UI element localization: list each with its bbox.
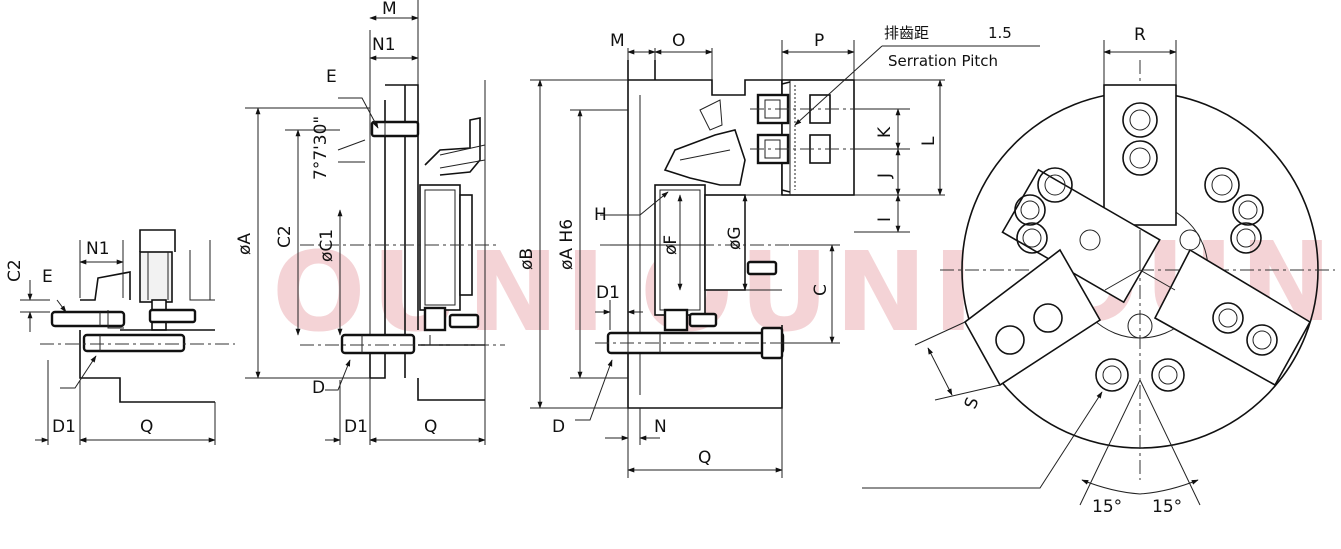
label-d1-side: D1 — [596, 283, 620, 303]
label-r-front: R — [1134, 25, 1146, 45]
label-q-left: Q — [140, 417, 153, 437]
label-angle-mid: 7°7'30" — [311, 116, 331, 180]
label-angle-left-front: 15° — [1092, 497, 1122, 517]
label-e-left: E — [42, 267, 53, 287]
front-view: R S 15° 15° — [862, 25, 1335, 517]
side-section: M O P 排齒距 1.5 Serration Pitch H øB øA H6… — [517, 24, 1040, 478]
label-c2-mid: C2 — [275, 225, 295, 248]
serration-value: 1.5 — [988, 24, 1012, 42]
label-m-mid: M — [382, 0, 397, 19]
label-h-side: H — [594, 205, 607, 225]
label-oa-mid: øA — [235, 233, 255, 255]
label-angle-right-front: 15° — [1152, 497, 1182, 517]
label-d-side: D — [552, 417, 565, 437]
label-ob-side: øB — [517, 248, 537, 270]
label-m-side: M — [610, 31, 625, 51]
label-q-side: Q — [698, 448, 711, 468]
detail-middle: M N1 E 7°7'30" øA C2 øC1 D D1 Q — [235, 0, 505, 445]
label-k-side: K — [875, 126, 895, 138]
label-j-side: J — [875, 173, 895, 179]
label-n1-mid: N1 — [372, 35, 396, 55]
label-p-side: P — [814, 31, 824, 51]
label-c-side: C — [811, 284, 831, 296]
label-d1-mid: D1 — [344, 417, 368, 437]
label-s-front: S — [961, 395, 983, 412]
label-n-side: N — [654, 417, 667, 437]
detail-left: C2 E N1 D1 Q — [5, 229, 235, 445]
label-oah6-side: øA H6 — [557, 219, 577, 270]
label-d1-left: D1 — [52, 417, 76, 437]
label-l-side: L — [919, 136, 939, 146]
label-of-side: øF — [661, 235, 681, 255]
label-i-side: I — [875, 217, 895, 222]
label-c2-left: C2 — [5, 259, 25, 282]
label-og-side: øG — [725, 226, 745, 250]
label-q-mid: Q — [424, 417, 437, 437]
serration-label-zh: 排齒距 — [884, 24, 929, 42]
label-oc1-mid: øC1 — [317, 229, 337, 262]
serration-label-en: Serration Pitch — [888, 52, 998, 70]
label-n1-left: N1 — [86, 239, 110, 259]
label-d-mid: D — [312, 378, 325, 398]
label-o-side: O — [672, 31, 685, 51]
label-e-mid: E — [326, 67, 337, 87]
